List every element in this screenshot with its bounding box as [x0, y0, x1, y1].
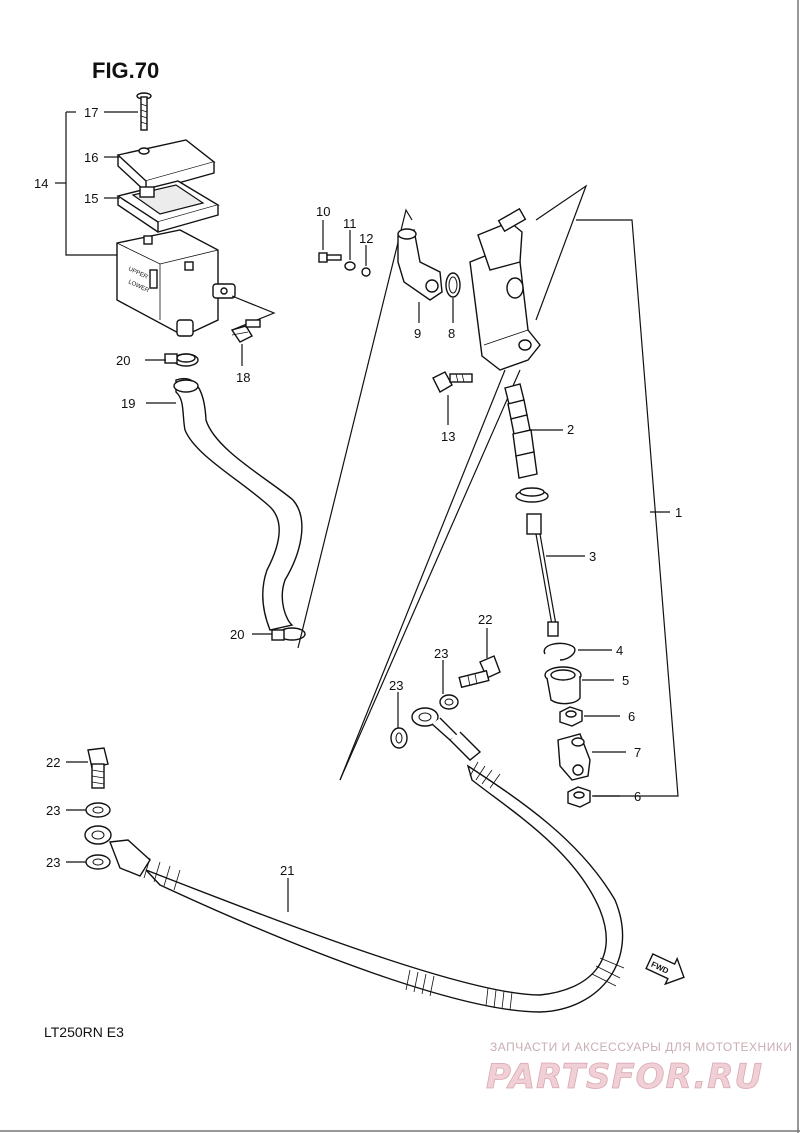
- callout-20-bottom: 20: [230, 627, 244, 642]
- nut-6-top: [559, 706, 583, 727]
- callout-11: 11: [343, 216, 357, 231]
- washer-11: [344, 261, 356, 271]
- push-rod-3: [526, 513, 559, 637]
- screw-17: [136, 92, 152, 131]
- callout-21: 21: [280, 863, 294, 878]
- callout-20-top: 20: [116, 353, 130, 368]
- hose-19: [173, 377, 303, 631]
- callout-4: 4: [616, 643, 623, 658]
- callout-5: 5: [622, 673, 629, 688]
- reservoir-body: UPPER LOWER: [116, 229, 236, 337]
- bolt-10: [318, 252, 342, 263]
- watermark-logo: PARTSFOR.RU: [486, 1057, 763, 1097]
- model-code: LT250RN E3: [44, 1024, 124, 1040]
- callout-8: 8: [448, 326, 455, 341]
- leader-upper-tri: [535, 184, 588, 321]
- callout-1: 1: [675, 505, 682, 520]
- callout-23-left-b: 23: [46, 855, 60, 870]
- callout-14: 14: [34, 176, 48, 191]
- callout-16: 16: [84, 150, 98, 165]
- bolt-18: [230, 319, 261, 343]
- master-cylinder-body: [469, 207, 541, 371]
- callout-22-center: 22: [478, 612, 492, 627]
- bracket-14: [65, 112, 120, 256]
- callout-23-center-a: 23: [434, 646, 448, 661]
- boot-5: [544, 666, 582, 705]
- callout-19: 19: [121, 396, 135, 411]
- circlip-4: [543, 642, 576, 661]
- nut-6-bottom: [567, 786, 591, 808]
- clamp-20-top: [164, 353, 199, 367]
- callout-6-bottom: 6: [634, 789, 641, 804]
- callout-23-left-a: 23: [46, 803, 60, 818]
- callout-9: 9: [414, 326, 421, 341]
- callout-15: 15: [84, 191, 98, 206]
- bracket-1: [576, 219, 679, 797]
- callout-13: 13: [441, 429, 455, 444]
- fwd-arrow-icon: FWD: [645, 953, 685, 986]
- clip-12: [361, 267, 371, 277]
- callout-12: 12: [359, 231, 373, 246]
- figure-title: FIG.70: [92, 58, 159, 83]
- union-bolt-22-left: [87, 747, 109, 789]
- clevis-7: [557, 733, 591, 781]
- diaphragm-plate-15: [116, 180, 220, 233]
- callout-22-left: 22: [46, 755, 60, 770]
- callout-23-center-b: 23: [389, 678, 403, 693]
- watermark-tagline: ЗАПЧАСТИ И АКСЕССУАРЫ ДЛЯ МОТОТЕХНИКИ: [490, 1040, 792, 1054]
- callout-2: 2: [567, 422, 574, 437]
- union-bolt-22-center: [458, 655, 501, 689]
- callout-6-top: 6: [628, 709, 635, 724]
- clamp-20-bottom: [271, 627, 306, 641]
- brake-hose-21: [84, 707, 625, 1013]
- leader-left-tri: [297, 208, 413, 649]
- callout-17: 17: [84, 105, 98, 120]
- callout-3: 3: [589, 549, 596, 564]
- callout-18: 18: [236, 370, 250, 385]
- hose-joint-9: [397, 228, 443, 301]
- bolt-13: [432, 371, 473, 393]
- callout-10: 10: [316, 204, 330, 219]
- callout-7: 7: [634, 745, 641, 760]
- piston-spring-2: [504, 383, 549, 503]
- leader-hose-left: [339, 369, 521, 781]
